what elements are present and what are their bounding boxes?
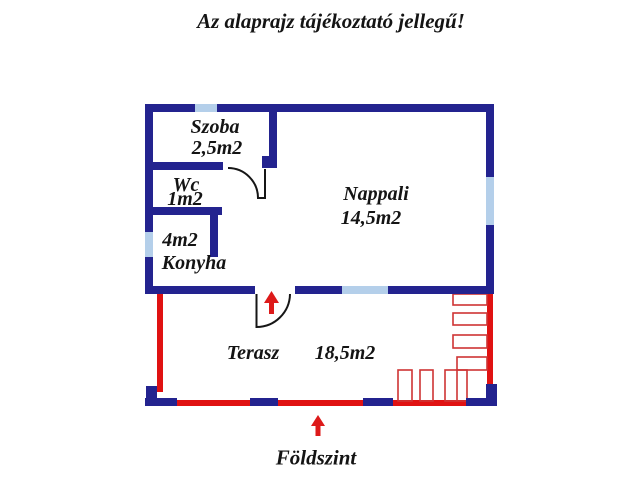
wall — [262, 156, 269, 168]
terrace-wall — [487, 294, 493, 400]
window — [342, 286, 388, 294]
wall — [145, 207, 222, 215]
disclaimer-title: Az alaprajz tájékoztató jellegű! — [197, 9, 465, 33]
window — [195, 104, 217, 112]
room-area-terasz: 18,5m2 — [314, 342, 376, 364]
wall — [486, 384, 497, 406]
entrance-arrow-icon — [264, 291, 279, 314]
stair-step — [452, 334, 488, 349]
stair-step — [397, 369, 413, 402]
wall — [363, 398, 393, 406]
wall — [145, 398, 177, 406]
wall — [295, 286, 494, 294]
stair-step — [419, 369, 434, 402]
room-area-szoba: 2,5m2 — [191, 137, 243, 159]
room-area-wc: 1m2 — [167, 188, 203, 210]
terrace-wall — [157, 294, 163, 392]
szoba-door-arc — [227, 167, 266, 199]
window — [145, 232, 153, 257]
ground-floor-arrow-icon — [311, 415, 325, 436]
wall — [145, 104, 494, 112]
stair-step — [456, 356, 488, 371]
wall — [210, 215, 218, 257]
floor-label: Földszint — [275, 445, 357, 470]
stair-step — [452, 293, 488, 306]
wall — [145, 162, 223, 170]
room-name-szoba: Szoba — [190, 116, 240, 138]
room-name-terasz: Terasz — [226, 342, 280, 364]
room-area-nappali: 14,5m2 — [340, 207, 402, 229]
terrace-wall — [145, 400, 497, 406]
wall — [466, 398, 497, 406]
room-name-wc: Wc — [172, 174, 200, 196]
terrace-door-swing — [255, 293, 291, 329]
window — [486, 177, 494, 225]
room-name-konyha: Konyha — [161, 252, 227, 274]
wall — [269, 112, 277, 168]
room-area-konyha: 4m2 — [162, 229, 198, 251]
wall — [145, 104, 153, 294]
room-name-nappali: Nappali — [343, 183, 409, 205]
wall — [145, 286, 255, 294]
stair-step — [444, 369, 468, 402]
wall — [250, 398, 278, 406]
wall — [146, 386, 157, 406]
stair-step — [452, 312, 488, 326]
